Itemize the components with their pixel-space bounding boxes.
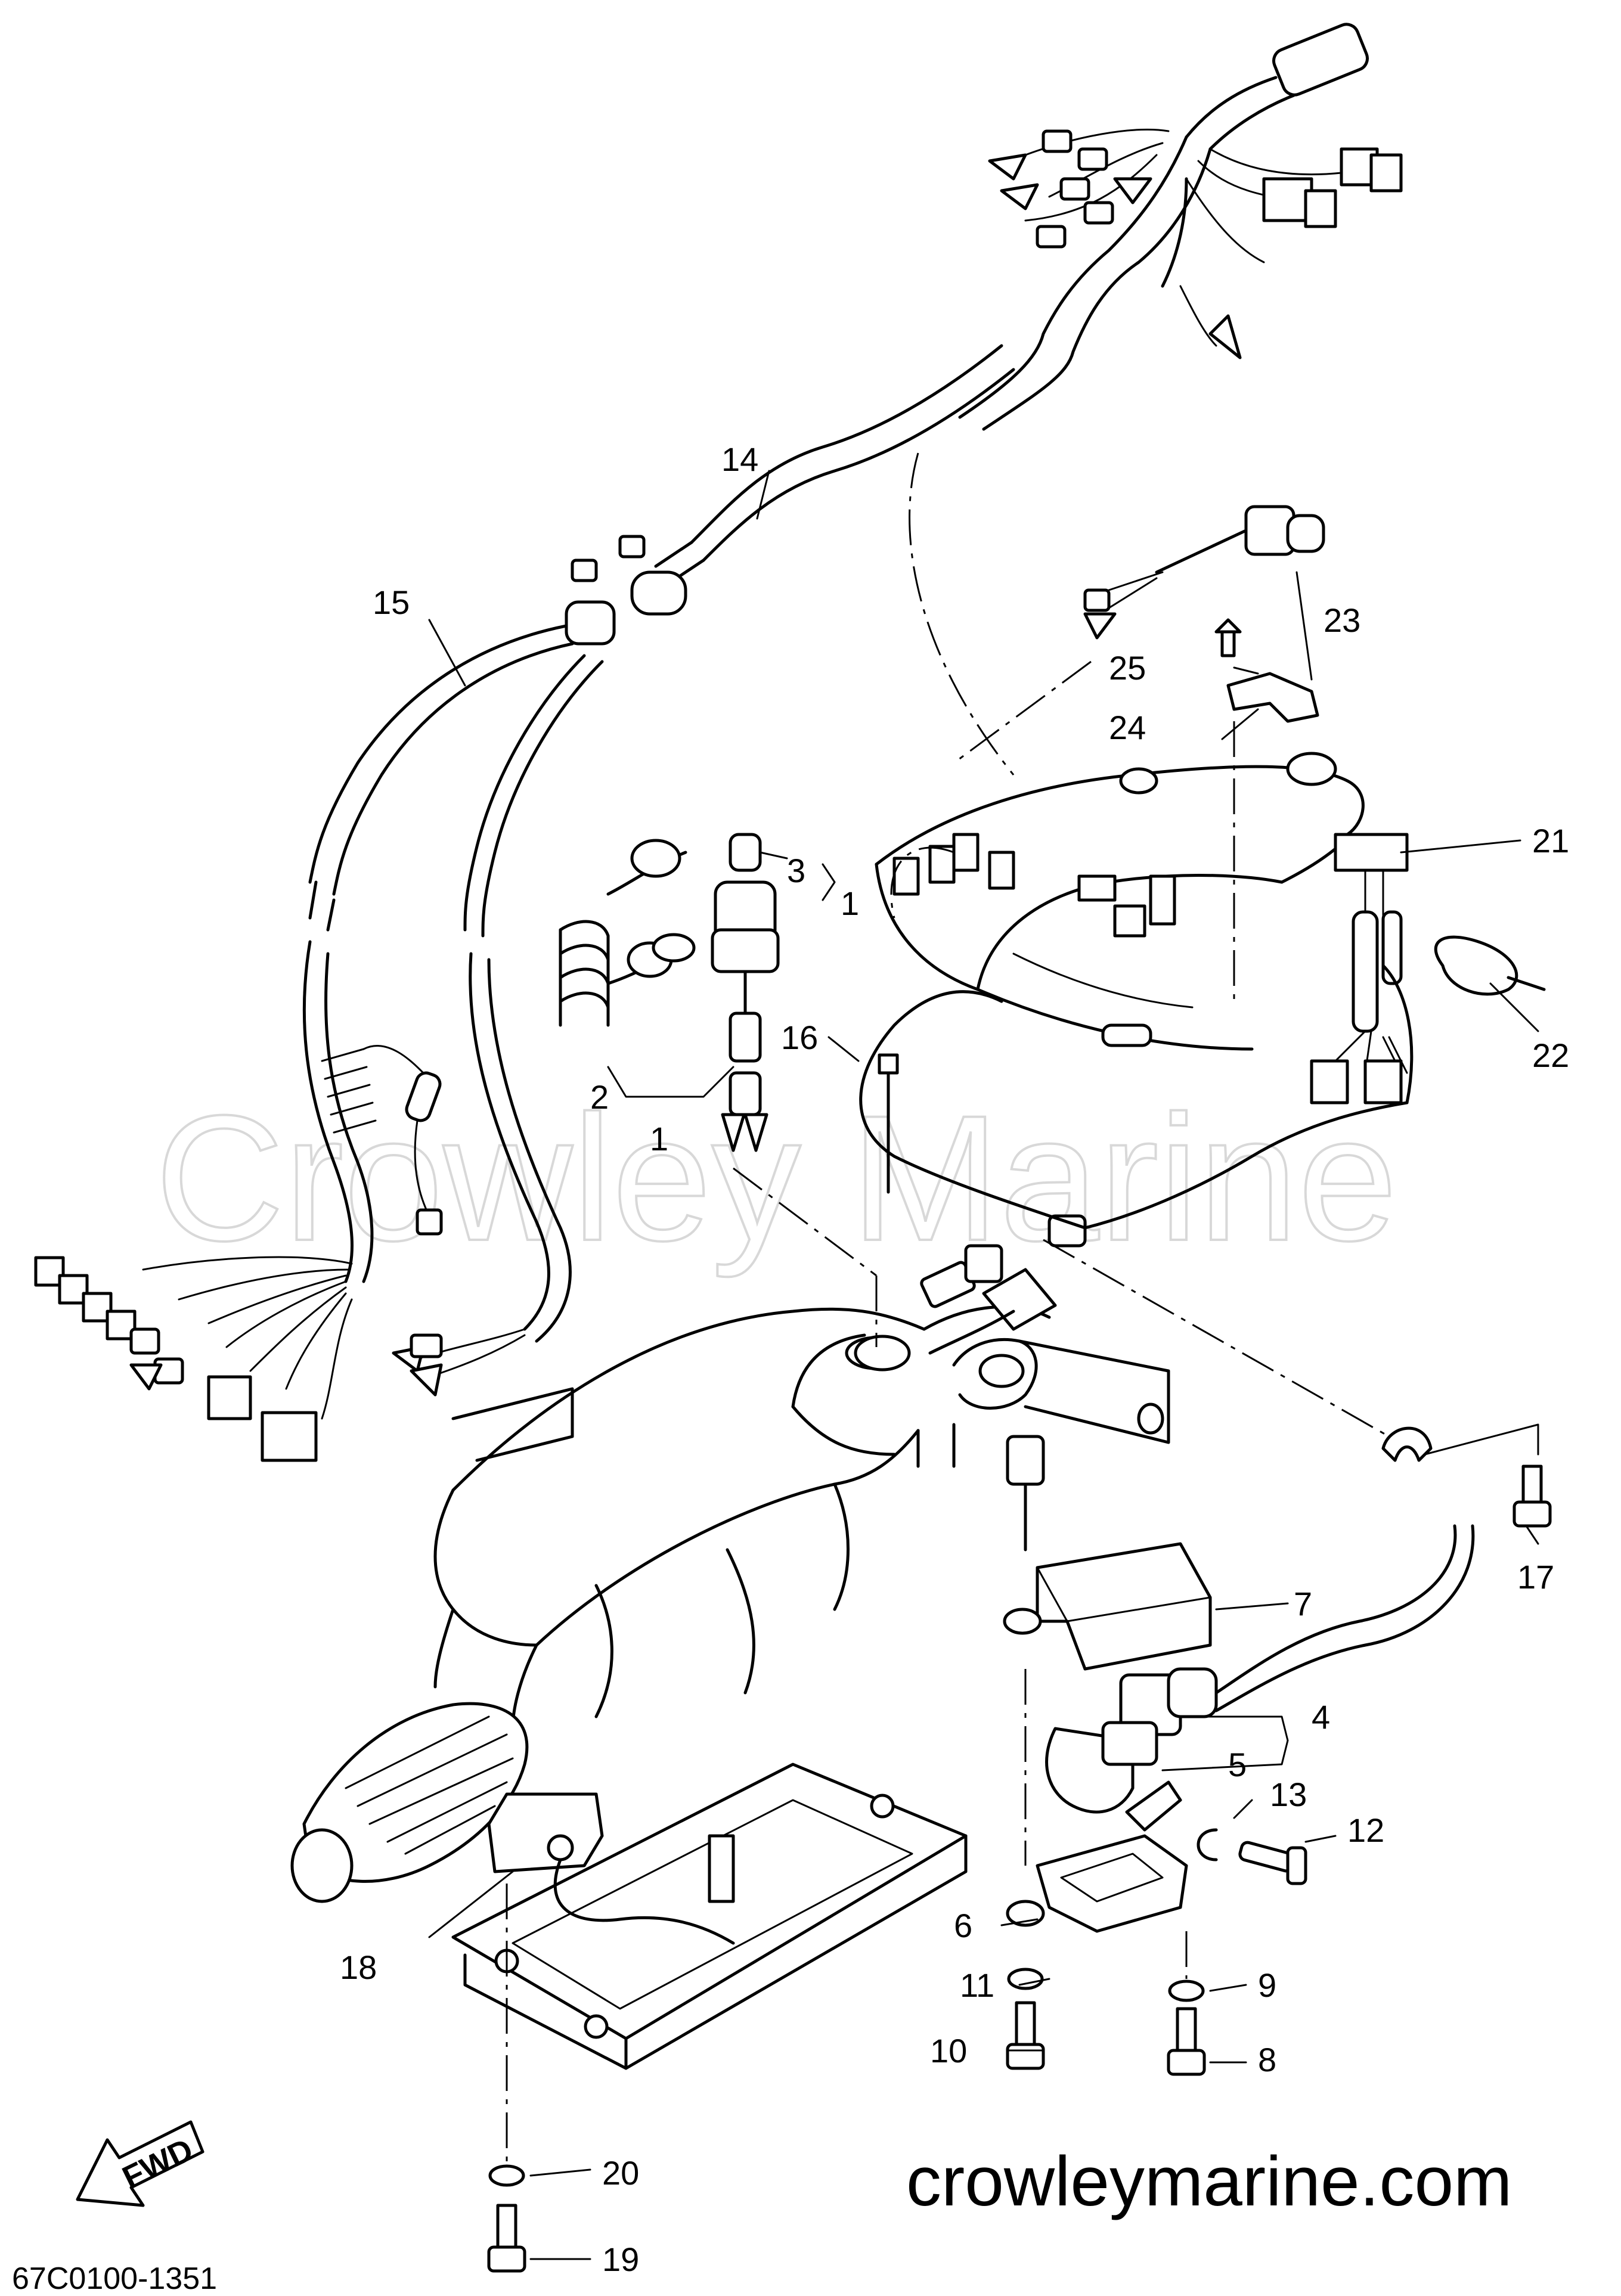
leader-lines <box>428 470 1539 2260</box>
callout-labels: 14 15 3 1 2 1 16 23 25 24 21 22 7 4 5 13… <box>340 440 1569 2278</box>
callout-17: 17 <box>1517 1558 1554 1596</box>
fasteners <box>487 1426 1552 2273</box>
callout-24: 24 <box>1109 709 1146 746</box>
callout-12: 12 <box>1347 1811 1384 1849</box>
switch-module-18[interactable] <box>487 1792 735 1945</box>
callout-13: 13 <box>1270 1776 1307 1813</box>
callout-1-top: 1 <box>841 885 859 922</box>
callout-16: 16 <box>781 1019 818 1056</box>
callout-4: 4 <box>1312 1698 1330 1736</box>
connector-box-21[interactable] <box>1310 833 1409 1104</box>
cable-tie-22[interactable] <box>1434 935 1546 996</box>
bottom-cowling <box>875 752 1365 1051</box>
callout-8: 8 <box>1258 2041 1276 2078</box>
watermark-text: Crowley Marine <box>155 1078 1397 1279</box>
callout-10: 10 <box>930 2032 967 2069</box>
callout-9: 9 <box>1258 1966 1276 2004</box>
fwd-arrow-icon: FWD <box>76 2120 204 2207</box>
callout-20: 20 <box>602 2154 639 2192</box>
callout-22: 22 <box>1532 1037 1569 1074</box>
cover-6[interactable] <box>1006 1780 1188 1933</box>
main-wire-harness[interactable] <box>565 21 1403 646</box>
callout-18: 18 <box>340 1949 377 1986</box>
callout-11: 11 <box>960 1966 994 2004</box>
callout-25: 25 <box>1109 649 1146 687</box>
callout-1-bottom: 1 <box>650 1120 668 1158</box>
sensor-23[interactable] <box>1083 505 1325 723</box>
stop-switch-assembly[interactable] <box>559 833 780 1152</box>
callout-6: 6 <box>954 1907 972 1944</box>
callout-2: 2 <box>590 1078 609 1116</box>
callout-5: 5 <box>1228 1746 1247 1783</box>
main-switch-4[interactable] <box>1045 1524 1475 1814</box>
callout-19: 19 <box>602 2241 639 2278</box>
callout-3: 3 <box>787 852 805 889</box>
callout-7: 7 <box>1294 1585 1312 1622</box>
callout-14: 14 <box>721 440 758 478</box>
assembly-guide-lines <box>506 452 1390 2164</box>
cover-7[interactable] <box>1003 1542 1212 1671</box>
swivel-bracket-lower-unit <box>290 1305 1170 2070</box>
harness-loop-15[interactable] <box>34 624 604 1462</box>
callout-21: 21 <box>1532 822 1569 860</box>
center-connector[interactable] <box>854 964 1414 1372</box>
cable-tie-pin[interactable] <box>827 1036 899 1194</box>
callout-15: 15 <box>373 584 410 621</box>
callout-23: 23 <box>1324 601 1360 639</box>
website-text: crowleymarine.com <box>906 2142 1512 2221</box>
diagram-code: 67C0100-1351 <box>12 2261 217 2296</box>
